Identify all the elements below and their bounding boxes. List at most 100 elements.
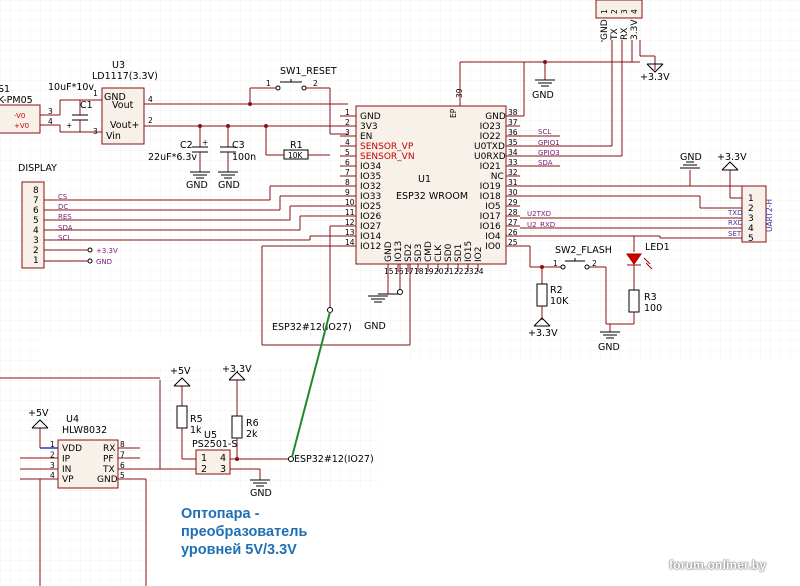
s1-part: K-PM05 [0,95,33,106]
hlw-left-name: VDD [62,444,82,454]
caption-line-3: уровней 5V/3.3V [181,542,297,558]
esp-left-name: IO25 [360,202,381,212]
display-scl: SCL [58,234,71,242]
hlw-right-num: 8 [120,440,125,449]
display-title: DISPLAY [18,163,57,174]
esp-bottom-name: IO15 [464,241,474,262]
hlw-left-name: IP [62,454,71,464]
esp-right-num: 34 [508,148,518,157]
display-cs: CS [58,193,68,201]
u4-part: HLW8032 [62,425,107,436]
uart2-pin-num: 3 [748,214,754,224]
display-gnd: GND [96,258,112,266]
esp-left-num: 6 [345,158,350,167]
u5-pin4: 4 [220,453,226,464]
net-scl: SCL [538,128,551,136]
esp-right-name: IO22 [480,132,501,142]
r3-ref: R3 [644,292,657,303]
svg-text:1: 1 [93,89,98,98]
esp-right-name: IO16 [480,222,501,232]
prog-pin-num: 4 [630,9,639,14]
esp-right-name: NC [491,172,504,182]
hlw-right-name: TX [102,465,115,475]
esp-left-num: 14 [345,238,355,247]
esp-bottom-num: 20 [434,267,444,276]
esp-left-name: SENSOR_VP [360,142,414,152]
prog-pin-name: TX [610,28,620,41]
hlw-left-name: VP [62,475,74,485]
svg-text:3: 3 [48,107,53,116]
gnd-label-uart: GND [680,152,702,163]
u3-vout-plus: Vout+ [110,120,139,131]
r2-value: 10K [550,296,569,307]
esp-right-num: 36 [508,128,518,137]
u3-part: LD1117(3.3V) [92,71,158,82]
esp-bottom-name: IO13 [394,241,404,262]
resistor-r3: R3 100 [606,289,662,332]
esp-left-num: 8 [345,178,350,187]
display-pin-num: 3 [33,236,39,246]
esp-right-name: U0TXD [474,142,505,152]
prog-pin-name: GND [600,19,610,40]
display-pin-num: 2 [33,246,39,256]
display-res: RES [58,213,72,221]
hlw-left-num: 1 [50,440,55,449]
u3-ref: U3 [112,60,125,71]
esp-left-name: EN [360,132,372,142]
esp-bottom-name: SD1 [454,244,464,262]
net-gpio3: GPIO3 [538,149,560,157]
esp-bottom-name: IO2 [474,247,484,262]
u5-ref: U5 [204,430,217,441]
display-dc: DC [58,203,68,211]
gnd-label-esp: GND [364,321,386,332]
caption-line-2: преобразователь [181,524,308,540]
c3-ref: C3 [232,140,245,151]
esp-right-name: IO23 [480,122,501,132]
esp-ep-name: EP [449,108,458,118]
c1-ref: C1 [80,100,93,111]
prog-pin-num: 1 [600,9,609,14]
caption: Оптопара - преобразователь уровней 5V/3.… [181,505,381,559]
esp-left-num: 11 [345,208,355,217]
prog-v33-label: +3.3V [640,72,670,83]
esp-left-name: 3V3 [360,122,378,132]
esp-bottom-name: SD3 [414,244,424,262]
svg-text:4: 4 [148,95,153,104]
esp-bottom-num: 15 [384,267,394,276]
c2-ref: C2 [180,140,193,151]
capacitor-c2: C2 22uF*6.3v + [148,124,208,172]
u3-vin: Vin [106,131,121,142]
uart2-pin-num: 1 [748,194,754,204]
uart2-pin-num: 2 [748,204,754,214]
svg-text:4: 4 [48,117,53,126]
u3-vout: Vout [112,100,134,111]
display-pin-num: 8 [33,186,39,196]
sw1-ref: SW1_RESET [280,66,337,77]
s1-pin1: -V0 [14,112,25,120]
gnd-label-led: GND [598,342,620,353]
uart2-txd: TXD [727,209,742,217]
watermark: forum.onliner.by [669,558,767,572]
display-pin-num: 1 [33,256,39,266]
gnd-symbol-esp: GND [364,295,388,332]
switch-sw1-reset: SW1_RESET 1 2 [248,66,337,134]
hlw-right-name: GND [97,475,118,485]
display-pin-num: 6 [33,206,39,216]
c2-value: 22uF*6.3v [148,152,197,163]
caption-area [150,490,400,586]
gnd-symbol-led: GND [598,331,620,353]
net-gpio1: GPIO1 [538,139,560,147]
capacitor-c3: C3 100n [220,124,256,172]
esp-left-name: IO35 [360,172,381,182]
hlw-left-num: 2 [50,450,55,459]
svg-text:2: 2 [313,79,318,88]
hlw-left-num: 4 [50,471,55,480]
prog-pin-name: RX [620,28,630,40]
gnd-symbol-top: GND [532,79,555,101]
v33-symbol-uart: +3.3V [717,152,747,171]
gnd-label-top: GND [532,90,554,101]
u3-gnd: GND [104,92,126,103]
